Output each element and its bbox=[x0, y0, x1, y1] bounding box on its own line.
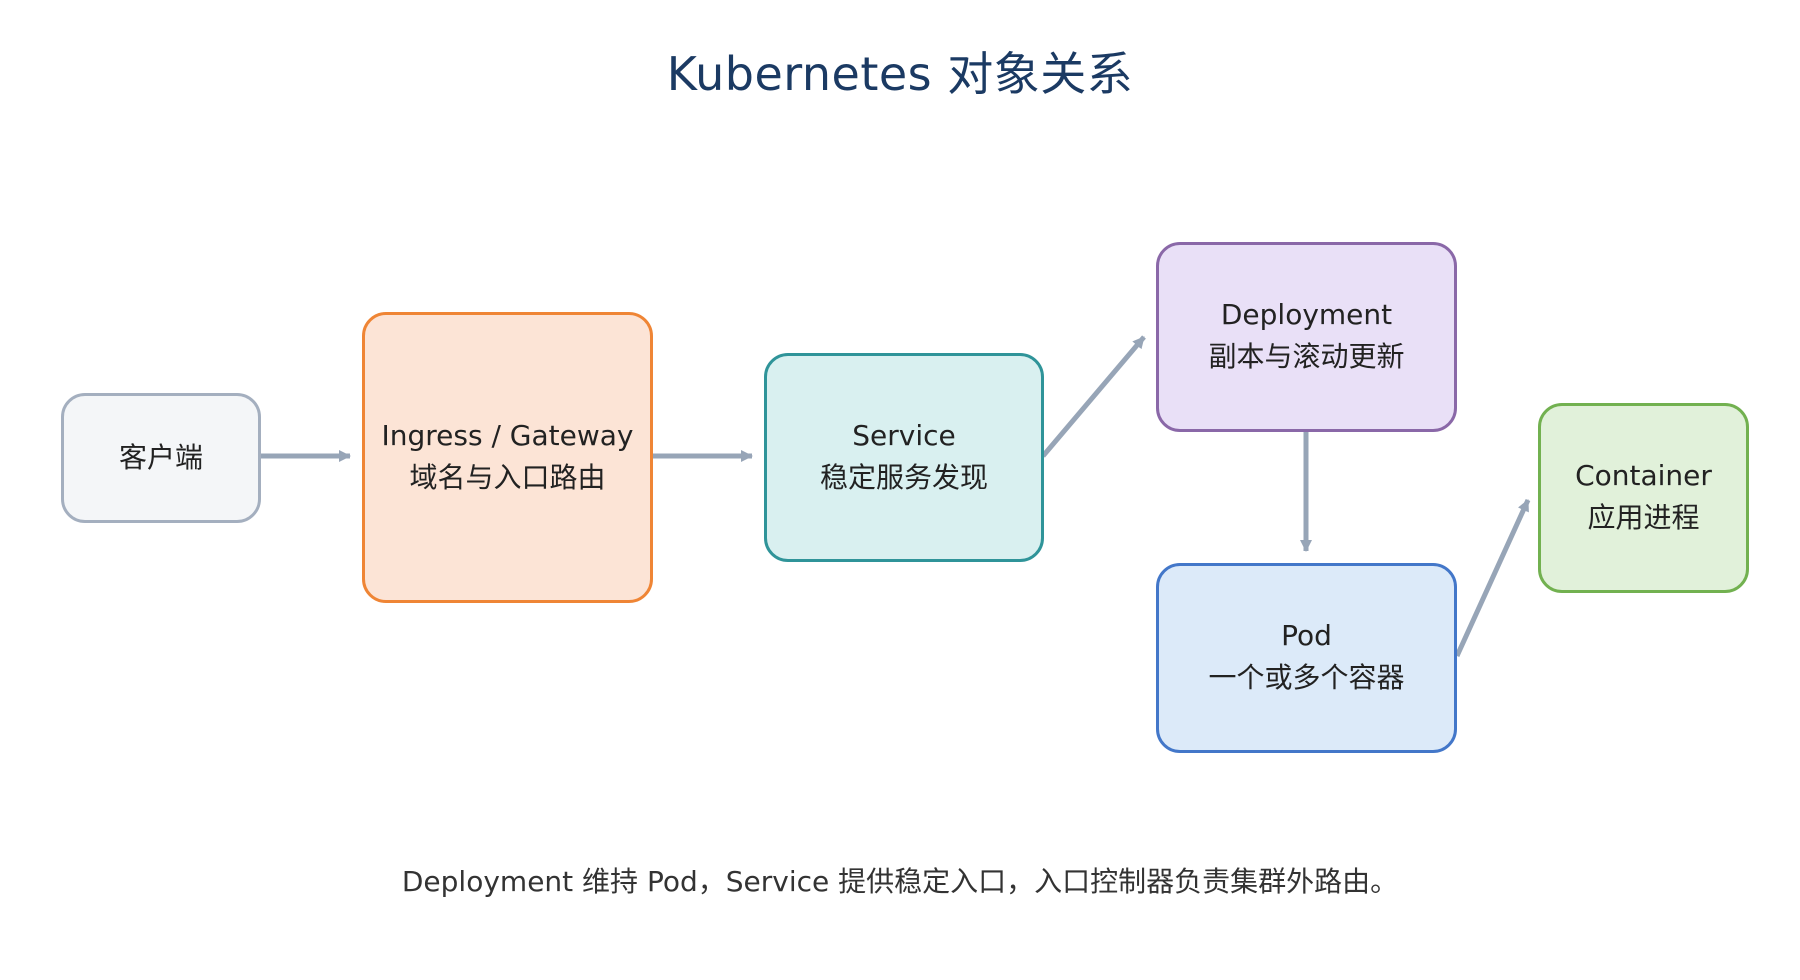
node-service: Service 稳定服务发现 bbox=[764, 353, 1044, 562]
node-ingress-desc: 域名与入口路由 bbox=[409, 460, 606, 494]
node-service-desc: 稳定服务发现 bbox=[819, 460, 988, 494]
node-container: Container 应用进程 bbox=[1538, 403, 1749, 593]
node-client-label: 客户端 bbox=[118, 441, 203, 474]
diagram-caption: Deployment 维持 Pod，Service 提供稳定入口，入口控制器负责… bbox=[401, 865, 1399, 898]
node-client: 客户端 bbox=[61, 393, 261, 523]
node-pod: Pod 一个或多个容器 bbox=[1156, 563, 1457, 753]
diagram-title: Kubernetes 对象关系 bbox=[666, 47, 1134, 101]
node-ingress: Ingress / Gateway 域名与入口路由 bbox=[362, 312, 653, 603]
node-container-label: Container bbox=[1575, 459, 1712, 492]
node-deployment-label: Deployment bbox=[1220, 298, 1393, 331]
node-container-desc: 应用进程 bbox=[1587, 501, 1700, 534]
node-service-label: Service bbox=[852, 418, 956, 452]
edge-pod-container bbox=[1454, 498, 1531, 658]
node-deployment: Deployment 副本与滚动更新 bbox=[1156, 242, 1457, 432]
edge-service-deployment bbox=[1041, 335, 1146, 458]
node-deployment-desc: 副本与滚动更新 bbox=[1208, 340, 1405, 373]
node-ingress-label: Ingress / Gateway bbox=[381, 418, 634, 452]
node-pod-label: Pod bbox=[1281, 619, 1332, 652]
node-pod-desc: 一个或多个容器 bbox=[1208, 661, 1405, 694]
